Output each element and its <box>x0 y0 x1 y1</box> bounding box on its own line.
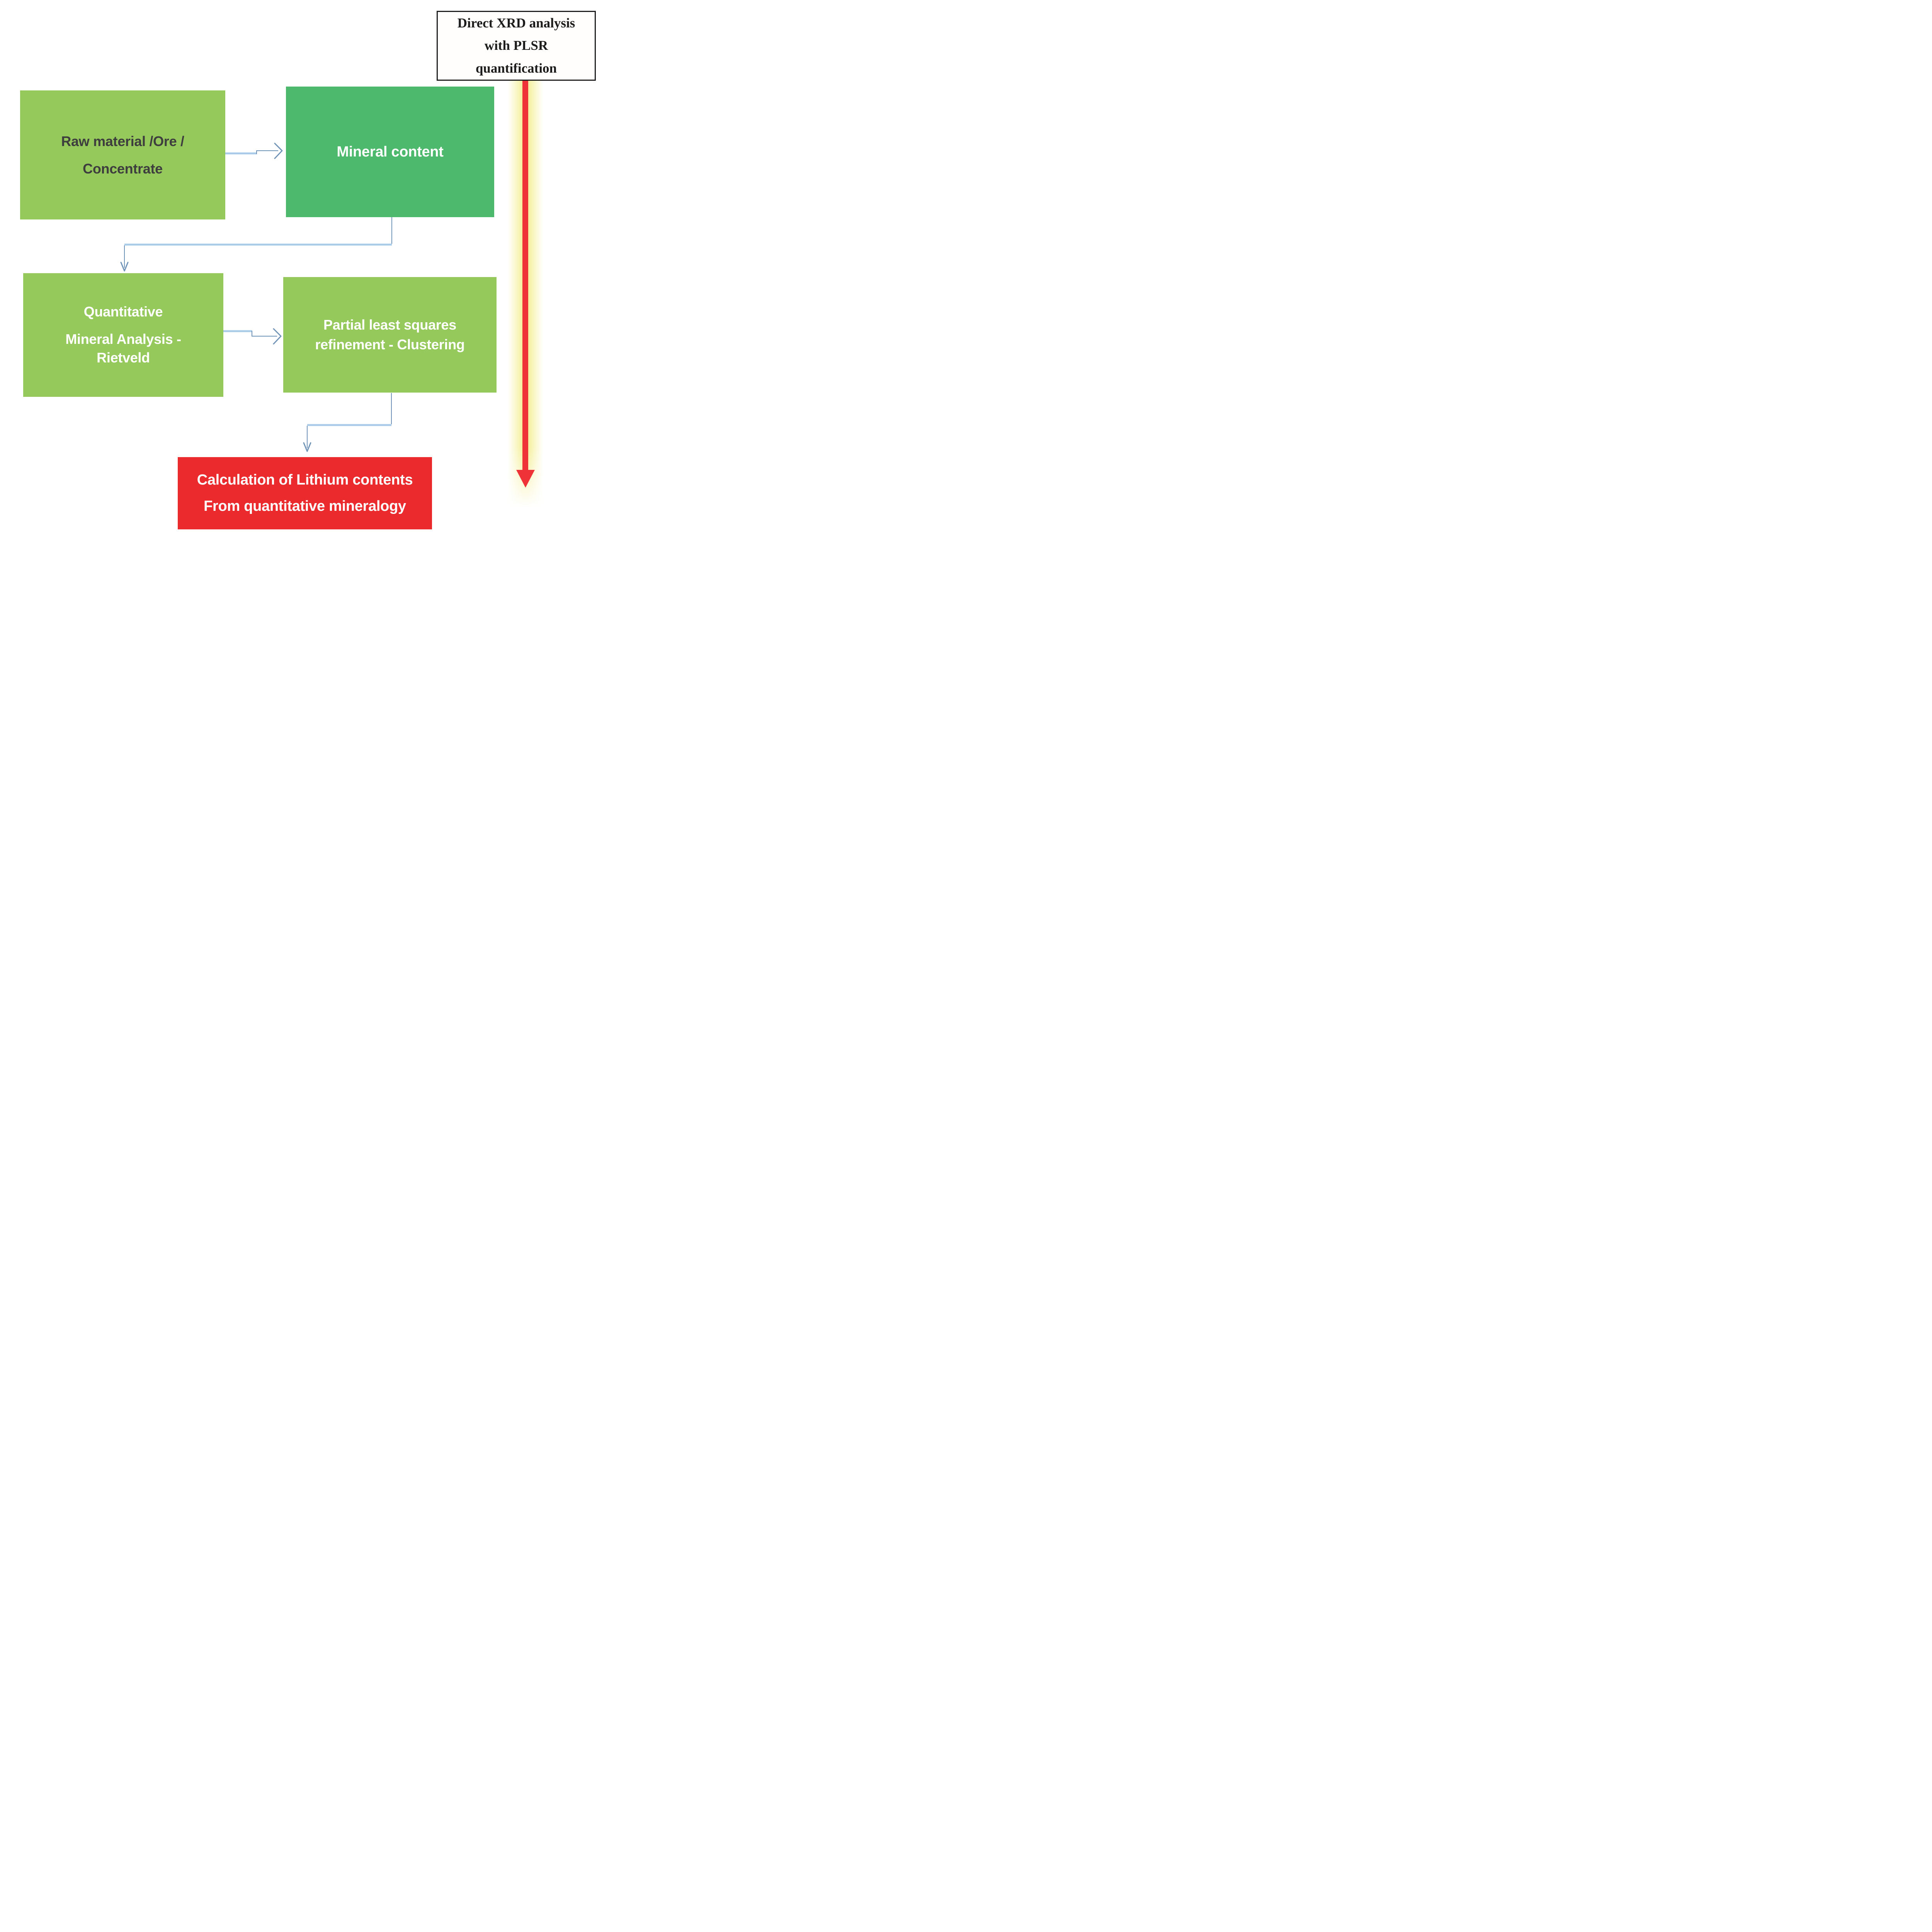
connector-quant-to-pls-jog <box>252 331 277 337</box>
flow-box-pls-clustering: Partial least squares refinement - Clust… <box>283 277 497 393</box>
down-arrowhead-icon <box>120 262 129 272</box>
node-label: Partial least squares <box>323 317 456 333</box>
flowchart-canvas: Direct XRD analysis with PLSR quantifica… <box>0 0 604 537</box>
node-label: Raw material /Ore / <box>61 133 184 149</box>
node-label: Concentrate <box>83 161 163 177</box>
node-label: Rietveld <box>97 350 150 366</box>
node-label: From quantitative mineralogy <box>204 498 406 514</box>
node-label: Mineral content <box>337 143 444 160</box>
node-label: refinement - Clustering <box>315 336 465 352</box>
legend-line: quantification <box>475 60 557 76</box>
right-arrowhead-icon <box>274 143 283 159</box>
flow-box-quantitative-rietveld: Quantitative Mineral Analysis - Rietveld <box>23 273 223 397</box>
legend-line: Direct XRD analysis <box>457 15 575 31</box>
xrd-flow-arrow-shaft <box>522 81 528 470</box>
down-arrowhead-icon <box>303 442 311 452</box>
legend-line: with PLSR <box>484 38 548 53</box>
node-label: Calculation of Lithium contents <box>197 471 413 488</box>
connector-raw-to-mineral-jog <box>256 150 278 154</box>
node-label: Quantitative <box>83 304 163 320</box>
xrd-flow-arrowhead-icon <box>516 470 535 488</box>
flow-box-mineral-content: Mineral content <box>286 87 494 217</box>
flow-box-raw-material: Raw material /Ore / Concentrate <box>20 90 225 219</box>
right-arrowhead-icon <box>273 328 282 345</box>
node-label: Mineral Analysis - <box>65 331 181 347</box>
direct-xrd-label-box: Direct XRD analysis with PLSR quantifica… <box>437 11 596 81</box>
flow-box-lithium-calculation: Calculation of Lithium contents From qua… <box>178 457 432 529</box>
